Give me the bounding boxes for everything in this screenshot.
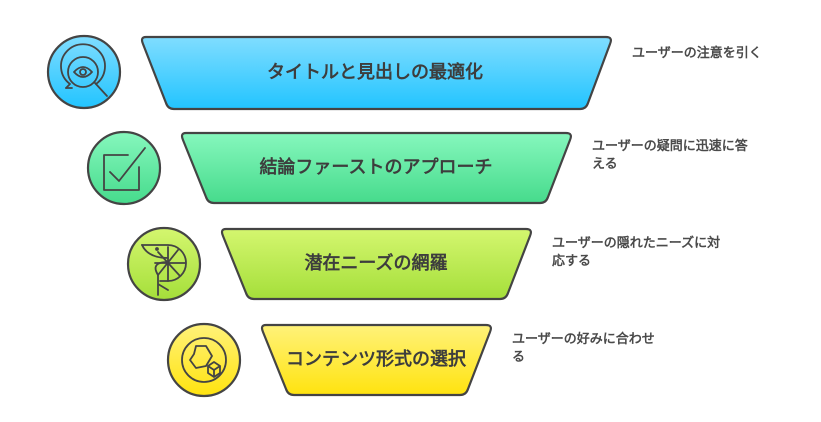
stage-2-icon-circle — [86, 130, 162, 206]
stage-2-description: ユーザーの疑問に迅速に答える — [592, 139, 748, 172]
eye-search-icon — [60, 43, 108, 97]
funnel-stage-3-title: 潜在ニーズの網羅 — [304, 253, 448, 274]
funnel-stage-1-shape — [140, 35, 612, 111]
stage-3-description: ユーザーの隠れたニーズに対応する — [552, 236, 721, 269]
blocks-icon — [181, 337, 227, 383]
stage-4-icon-circle — [166, 322, 242, 398]
funnel-stage-2-title: 結論ファーストのアプローチ — [259, 157, 493, 178]
funnel-stage-4-shape — [260, 323, 492, 397]
stage-1-icon-circle — [46, 34, 122, 110]
funnel-stage-2-shape — [180, 131, 572, 205]
funnel-stage-3-shape — [220, 227, 532, 301]
stage-1-description: ユーザーの注意を引く — [632, 46, 762, 61]
checkbox-icon — [103, 147, 146, 191]
funnel-stage-4-title: コンテンツ形式の選択 — [286, 349, 466, 370]
stage-3-icon-circle — [126, 226, 202, 302]
stage-4-description: ユーザーの好みに合わせる — [512, 332, 655, 365]
funnel-stage-1-title: タイトルと見出しの最適化 — [267, 62, 483, 83]
shrimp-icon — [141, 244, 187, 296]
